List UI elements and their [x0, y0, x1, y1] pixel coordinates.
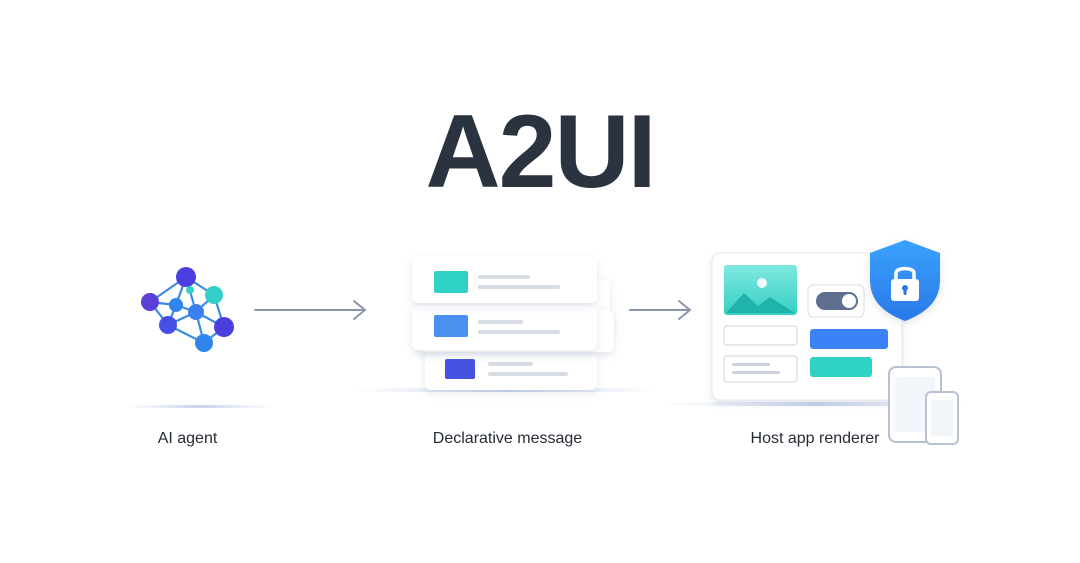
- neural-network-icon: [141, 267, 234, 352]
- stacked-message-cards-icon: [412, 256, 614, 390]
- message-card-3: [425, 348, 597, 390]
- step-label-host-app-renderer: Host app renderer: [750, 430, 880, 447]
- app-window-icon: [711, 252, 903, 401]
- arrow-right-icon: [254, 300, 366, 320]
- secondary-button-shape: [810, 357, 872, 377]
- primary-button-shape: [810, 329, 888, 349]
- page-title: A2UI: [425, 94, 657, 210]
- renderer-floor-line: [665, 402, 965, 406]
- message-card-2: [412, 305, 597, 350]
- image-placeholder-icon: [724, 265, 797, 315]
- step-label-declarative-message: Declarative message: [432, 430, 583, 447]
- arrow-right-icon: [629, 300, 691, 320]
- toggle-switch: [807, 284, 865, 318]
- agent-floor-line: [125, 405, 275, 408]
- text-field-1: [723, 325, 798, 346]
- text-field-2: [723, 355, 798, 383]
- step-label-ai-agent: AI agent: [157, 430, 218, 447]
- mobile-devices-icon: [888, 366, 959, 445]
- message-card-1: [412, 256, 597, 303]
- shield-lock-icon: [870, 240, 940, 321]
